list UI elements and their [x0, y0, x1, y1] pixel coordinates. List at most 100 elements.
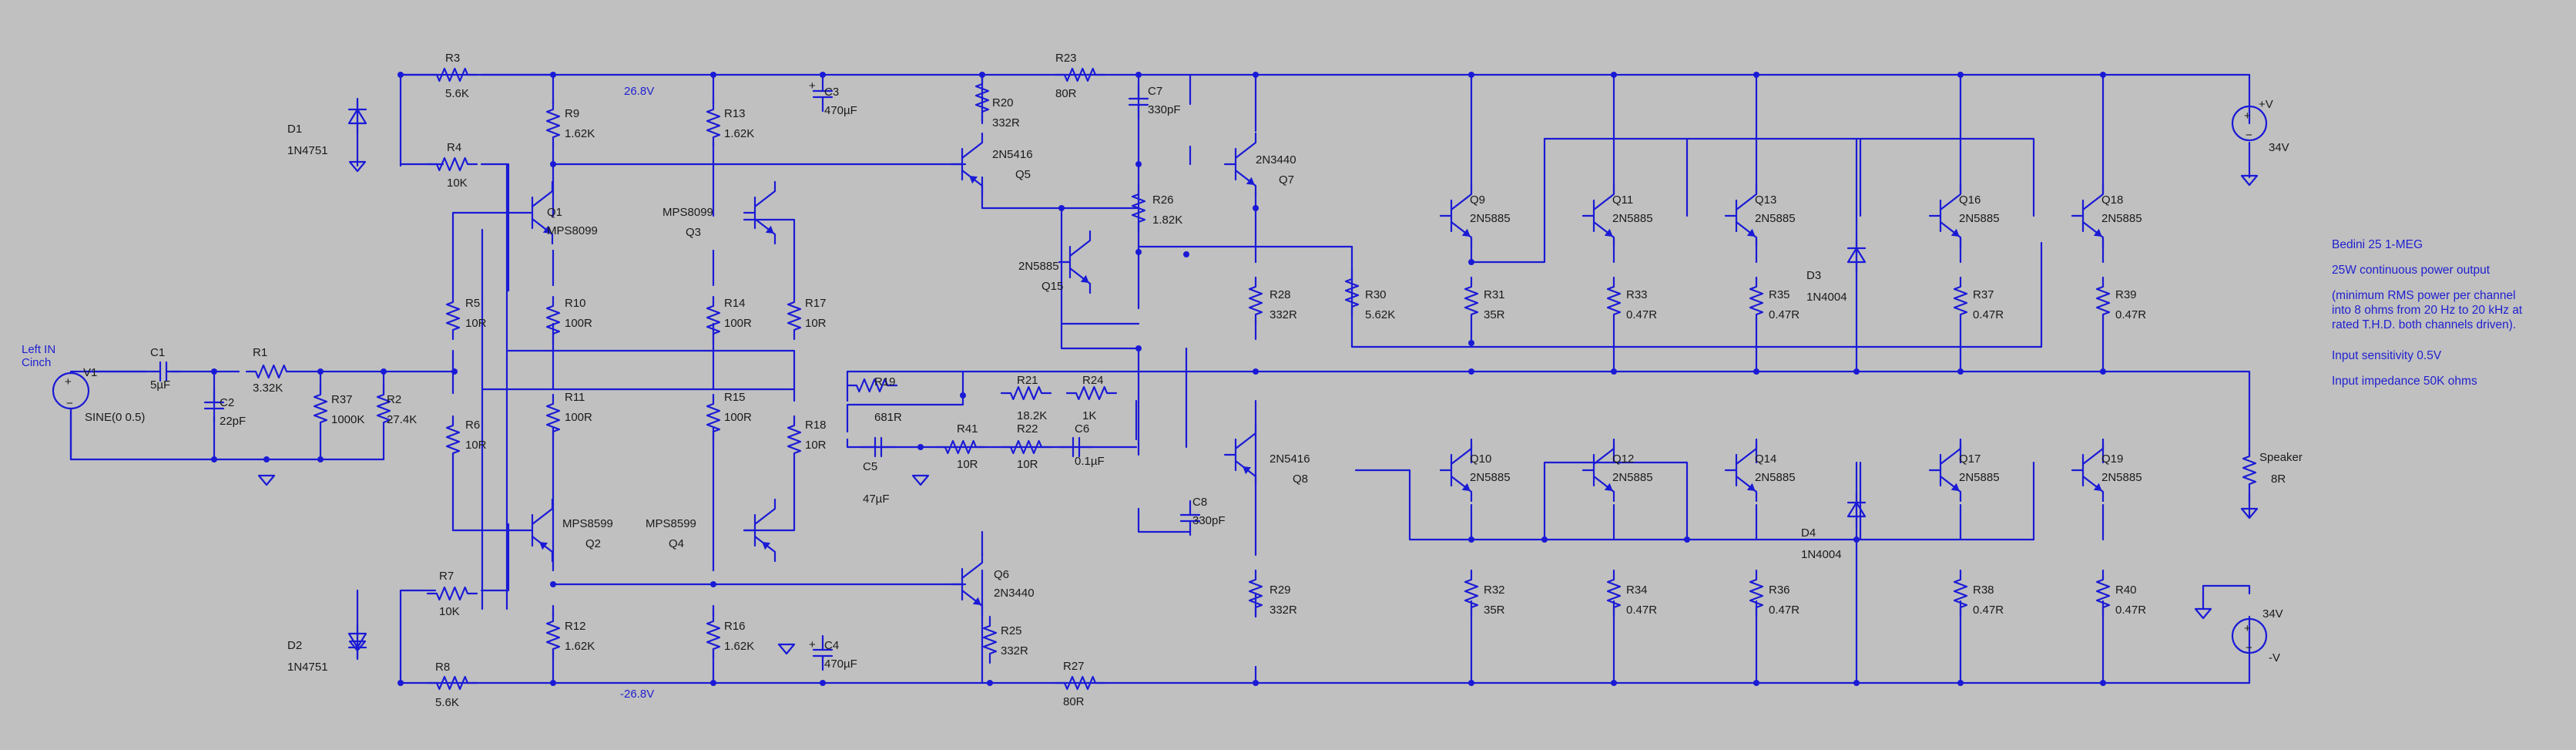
resistor-r36-value: 0.47R	[1769, 604, 1800, 617]
resistor-r32	[1464, 569, 1479, 618]
transistor-q18	[2071, 183, 2105, 248]
junction-dot	[550, 161, 556, 167]
resistor-r13-value: 1.62K	[724, 127, 754, 140]
resistor-r1-name: R1	[253, 346, 267, 359]
resistor-r15	[706, 393, 721, 442]
junction-dot	[1058, 205, 1065, 211]
source-v1-value: SINE(0 0.5)	[85, 411, 145, 424]
junction-dot	[1753, 368, 1759, 375]
transistor-q4-value: MPS8599	[646, 517, 696, 530]
transistor-q15-name: Q15	[1041, 280, 1063, 293]
transistor-q13-name: Q13	[1755, 193, 1776, 207]
resistor-r27	[1054, 675, 1106, 691]
resistor-r36-name: R36	[1769, 584, 1790, 597]
transistor-q17-name: Q17	[1959, 452, 1981, 466]
resistor-r24	[1065, 385, 1118, 401]
source-v1-name: V1	[83, 366, 97, 379]
resistor-r38-name: R38	[1973, 584, 1994, 597]
capacitor-c8-name: C8	[1192, 496, 1207, 509]
positive-rail-wire	[399, 73, 2251, 98]
resistor-r26-name: R26	[1152, 193, 1174, 207]
junction-dot	[820, 680, 826, 686]
source-plus: +	[65, 375, 72, 388]
resistor-r20-name: R20	[992, 96, 1014, 109]
resistor-r38-value: 0.47R	[1973, 604, 2004, 617]
resistor-r17-value: 10R	[805, 317, 827, 330]
transistor-q5	[950, 132, 984, 197]
resistor-r12-value: 1.62K	[565, 640, 595, 653]
capacitor-c4-plus: +	[809, 638, 816, 651]
resistor-r11	[545, 393, 561, 442]
ground-symbol	[2194, 607, 2212, 620]
resistor-r1	[245, 364, 297, 379]
transistor-q11-name: Q11	[1612, 193, 1633, 207]
diode-d2-name: D2	[287, 639, 302, 652]
transistor-q5-name: Q5	[1015, 168, 1031, 181]
resistor-r5-name: R5	[465, 297, 480, 310]
junction-dot	[211, 456, 217, 462]
resistor-r41-value: 10R	[957, 458, 978, 471]
note-power: 25W continuous power output	[2332, 264, 2490, 277]
transistor-q7-name: Q7	[1279, 173, 1294, 187]
junction-dot	[710, 581, 716, 587]
junction-dot	[1253, 205, 1259, 211]
transistor-q3-value: MPS8099	[662, 206, 713, 219]
resistor-r16-value: 1.62K	[724, 640, 754, 653]
transistor-q16-value: 2N5885	[1959, 212, 2000, 225]
resistor-r31	[1464, 276, 1479, 325]
resistor-r28-name: R28	[1270, 288, 1291, 301]
junction-dot	[1957, 72, 1964, 78]
junction-dot	[2100, 368, 2106, 375]
transistor-q18-value: 2N5885	[2101, 212, 2142, 225]
speaker-load	[2242, 446, 2257, 503]
junction-dot	[1183, 251, 1189, 257]
note-sensitivity: Input sensitivity 0.5V	[2332, 349, 2442, 362]
resistor-r39-name: R39	[2115, 288, 2137, 301]
resistor-r17	[787, 291, 802, 341]
resistor-r8-value: 5.6K	[435, 696, 459, 709]
capacitor-c3-name: C3	[824, 86, 839, 99]
resistor-r22-value: 10R	[1017, 458, 1038, 471]
resistor-r37-input-name: R37	[331, 393, 353, 406]
junction-dot	[211, 368, 217, 375]
negative-rail-wire	[399, 660, 2251, 684]
capacitor-c6-value: 0.1µF	[1075, 455, 1105, 468]
capacitor-c7-value: 330pF	[1148, 103, 1181, 116]
resistor-r27-value: 80R	[1063, 695, 1085, 708]
transistor-q18-name: Q18	[2101, 193, 2123, 207]
resistor-r20	[974, 73, 990, 123]
resistor-r12	[545, 610, 561, 660]
resistor-r35-value: 0.47R	[1769, 308, 1800, 321]
capacitor-c8-value: 330pF	[1192, 514, 1226, 527]
transistor-q14-name: Q14	[1755, 452, 1776, 466]
junction-dot	[1468, 368, 1474, 375]
transistor-q15	[1058, 230, 1092, 294]
junction-dot	[1253, 680, 1259, 686]
resistor-r10-value: 100R	[565, 317, 592, 330]
junction-dot	[550, 680, 556, 686]
resistor-r27-name: R27	[1063, 660, 1085, 673]
resistor-r25-value: 332R	[1001, 644, 1028, 658]
diode-d4	[1846, 492, 1867, 529]
resistor-r2-value: 27.4K	[387, 413, 417, 426]
transistor-q10	[1439, 438, 1473, 503]
transistor-q1	[520, 180, 554, 245]
capacitor-c1-value: 5µF	[150, 378, 170, 392]
resistor-r28	[1248, 276, 1263, 325]
capacitor-c6-name: C6	[1075, 422, 1089, 436]
capacitor-c2	[203, 387, 225, 424]
capacitor-c3: +	[809, 76, 834, 113]
transistor-q12	[1581, 438, 1615, 503]
resistor-r25	[982, 615, 998, 664]
supply-vplus: +−	[2231, 105, 2268, 142]
capacitor-c6	[1058, 436, 1095, 458]
transistor-q10-name: Q10	[1470, 452, 1491, 466]
resistor-r4	[426, 156, 478, 172]
resistor-r5-value: 10R	[465, 317, 487, 330]
capacitor-c4: +	[809, 634, 834, 671]
resistor-r34	[1606, 569, 1622, 618]
resistor-r14	[706, 295, 721, 345]
resistor-r29-value: 332R	[1270, 604, 1297, 617]
resistor-r3	[426, 67, 478, 82]
